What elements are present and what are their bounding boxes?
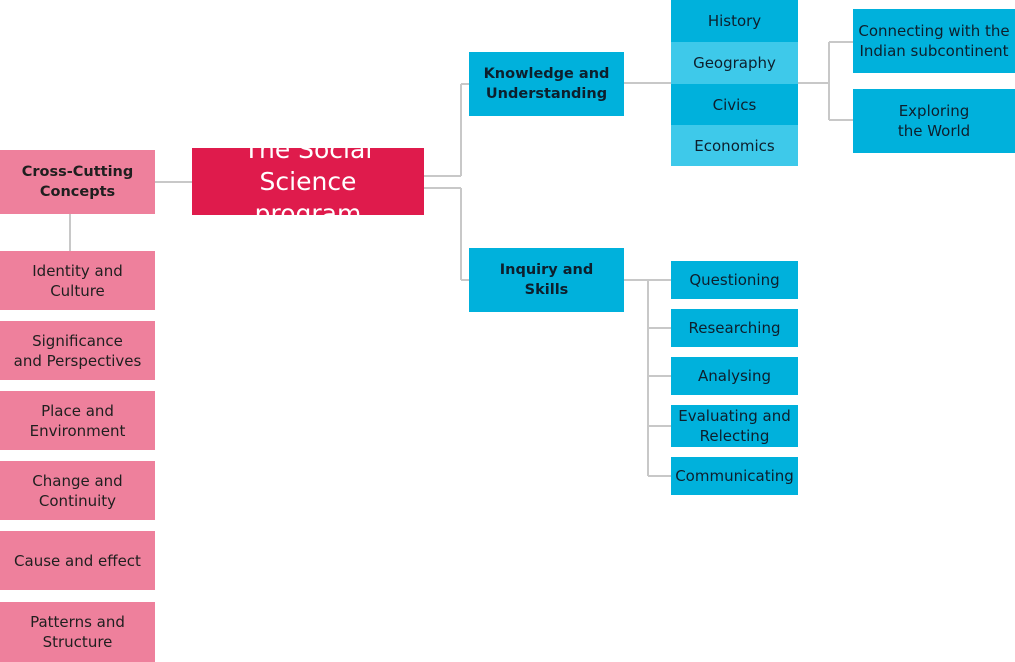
outcome-indian-subcontinent: Connecting with the Indian subcontinent: [853, 9, 1015, 73]
concept-change-continuity: Change and Continuity: [0, 461, 155, 520]
knowledge-understanding-node: Knowledge and Understanding: [469, 52, 624, 116]
subject-civics: Civics: [671, 84, 798, 125]
skill-evaluating-reflecting: Evaluating and Relecting: [671, 405, 798, 447]
concept-patterns-structure: Patterns and Structure: [0, 602, 155, 662]
outcome-exploring-world: Exploring the World: [853, 89, 1015, 153]
subject-economics: Economics: [671, 125, 798, 166]
concept-identity-culture: Identity and Culture: [0, 251, 155, 310]
cross-cutting-concepts-node: Cross-Cutting Concepts: [0, 150, 155, 214]
subject-history: History: [671, 0, 798, 42]
concept-significance-perspectives: Significance and Perspectives: [0, 321, 155, 380]
skill-communicating: Communicating: [671, 457, 798, 495]
skill-researching: Researching: [671, 309, 798, 347]
concept-place-environment: Place and Environment: [0, 391, 155, 450]
root-node: The Social Science program: [192, 135, 424, 228]
skill-questioning: Questioning: [671, 261, 798, 299]
concept-cause-effect: Cause and effect: [0, 531, 155, 590]
subject-geography: Geography: [671, 42, 798, 84]
inquiry-skills-node: Inquiry and Skills: [469, 248, 624, 312]
skill-analysing: Analysing: [671, 357, 798, 395]
